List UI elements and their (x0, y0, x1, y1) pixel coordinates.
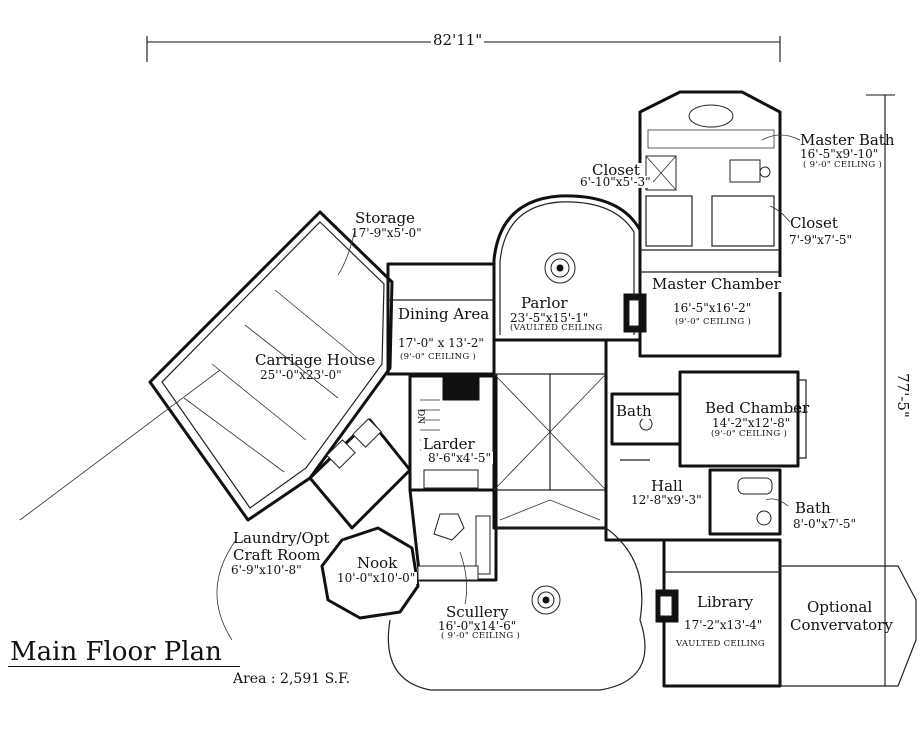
closet-b-name: Closet (790, 214, 838, 232)
area-label: Area : 2,591 S.F. (233, 671, 351, 687)
master-chamber-ceiling: (9'-0" CEILING ) (675, 317, 752, 327)
dining-kitchen-walls (386, 262, 498, 582)
bed-chamber-name: Bed Chamber (705, 399, 810, 417)
bed-chamber-size: 14'-2"x12'-8" (712, 416, 791, 430)
carriage-house-name: Carriage House (255, 351, 376, 369)
nook-name: Nook (355, 554, 400, 572)
closet-a-size: 6'-10"x5'-3" (578, 175, 653, 189)
storage-name: Storage (355, 209, 415, 227)
master-chamber-size: 16'-5"x16'-2" (673, 301, 752, 315)
parlor-ceiling: (VAULTED CEILING (508, 323, 605, 333)
dining-size: 17'-0" x 13'-2" (398, 336, 484, 350)
stair-down-label: DN (415, 408, 426, 425)
master-bath-ceiling: ( 9'-0" CEILING ) (803, 160, 883, 170)
parlor-size: 23'-5"x15'-1" (508, 311, 591, 325)
library-ceiling: VAULTED CEILING (676, 639, 766, 649)
carriage-house-size: 25''-0"x23'-0" (260, 368, 342, 382)
master-suite-walls (638, 90, 782, 358)
small-bath-walls (610, 392, 682, 446)
overall-depth-label: 77'-5" (893, 373, 912, 418)
parlor-name: Parlor (519, 294, 570, 312)
bath-size: 8'-0"x7'-5" (793, 517, 857, 531)
laundry-walls (308, 418, 412, 530)
master-bath-name: Master Bath (800, 131, 895, 149)
bed-chamber-ceiling: (9'-0" CEILING ) (711, 429, 788, 439)
storage-size: 17'-9"x5'-0" (351, 226, 422, 240)
laundry-name-line2: Craft Room (233, 546, 321, 564)
scullery-size: 16'-0"x14'-6" (438, 619, 517, 633)
bath-walls (708, 468, 782, 536)
closet-b-size: 7'-9"x7'-5" (789, 233, 853, 247)
master-bath-size: 16'-5"x9'-10" (800, 147, 879, 161)
library-name: Library (697, 593, 754, 611)
hall-name: Hall (649, 477, 685, 495)
laundry-name-line1: Laundry/Opt (233, 529, 330, 547)
conservatory-name-line2: Convervatory (790, 616, 893, 634)
plan-title: Main Floor Plan (10, 637, 222, 667)
closet-a-name: Closet (590, 161, 642, 179)
dining-ceiling: (9'-0" CEILING ) (400, 352, 477, 362)
rear-terrace-outline (387, 527, 646, 691)
laundry-size: 6'-9"x10'-8" (231, 563, 302, 577)
parlor-walls (492, 194, 647, 342)
nook-size: 10'-0"x10'-0" (335, 571, 418, 585)
title-underline (8, 666, 240, 667)
overall-width-label: 82'11" (431, 31, 485, 49)
conservatory-walls (779, 565, 917, 687)
library-size: 17'-2"x13'-4" (684, 618, 763, 632)
conservatory-name-line1: Optional (807, 598, 873, 616)
larder-size: 8'-6"x4'-5" (426, 451, 494, 465)
master-chamber-name: Master Chamber (650, 275, 783, 293)
scullery-fountain (531, 585, 561, 615)
larder-name: Larder (421, 435, 477, 453)
small-bath-name: Bath (614, 402, 654, 420)
dining-name: Dining Area (396, 305, 492, 323)
scullery-name: Scullery (446, 603, 509, 621)
central-gallery-walls (492, 338, 608, 530)
hall-size: 12'-8"x9'-3" (629, 493, 704, 507)
library-walls (655, 538, 782, 688)
bath-name: Bath (795, 499, 831, 517)
nook-walls (320, 526, 420, 620)
scullery-ceiling: ( 9'-0" CEILING ) (441, 631, 521, 641)
